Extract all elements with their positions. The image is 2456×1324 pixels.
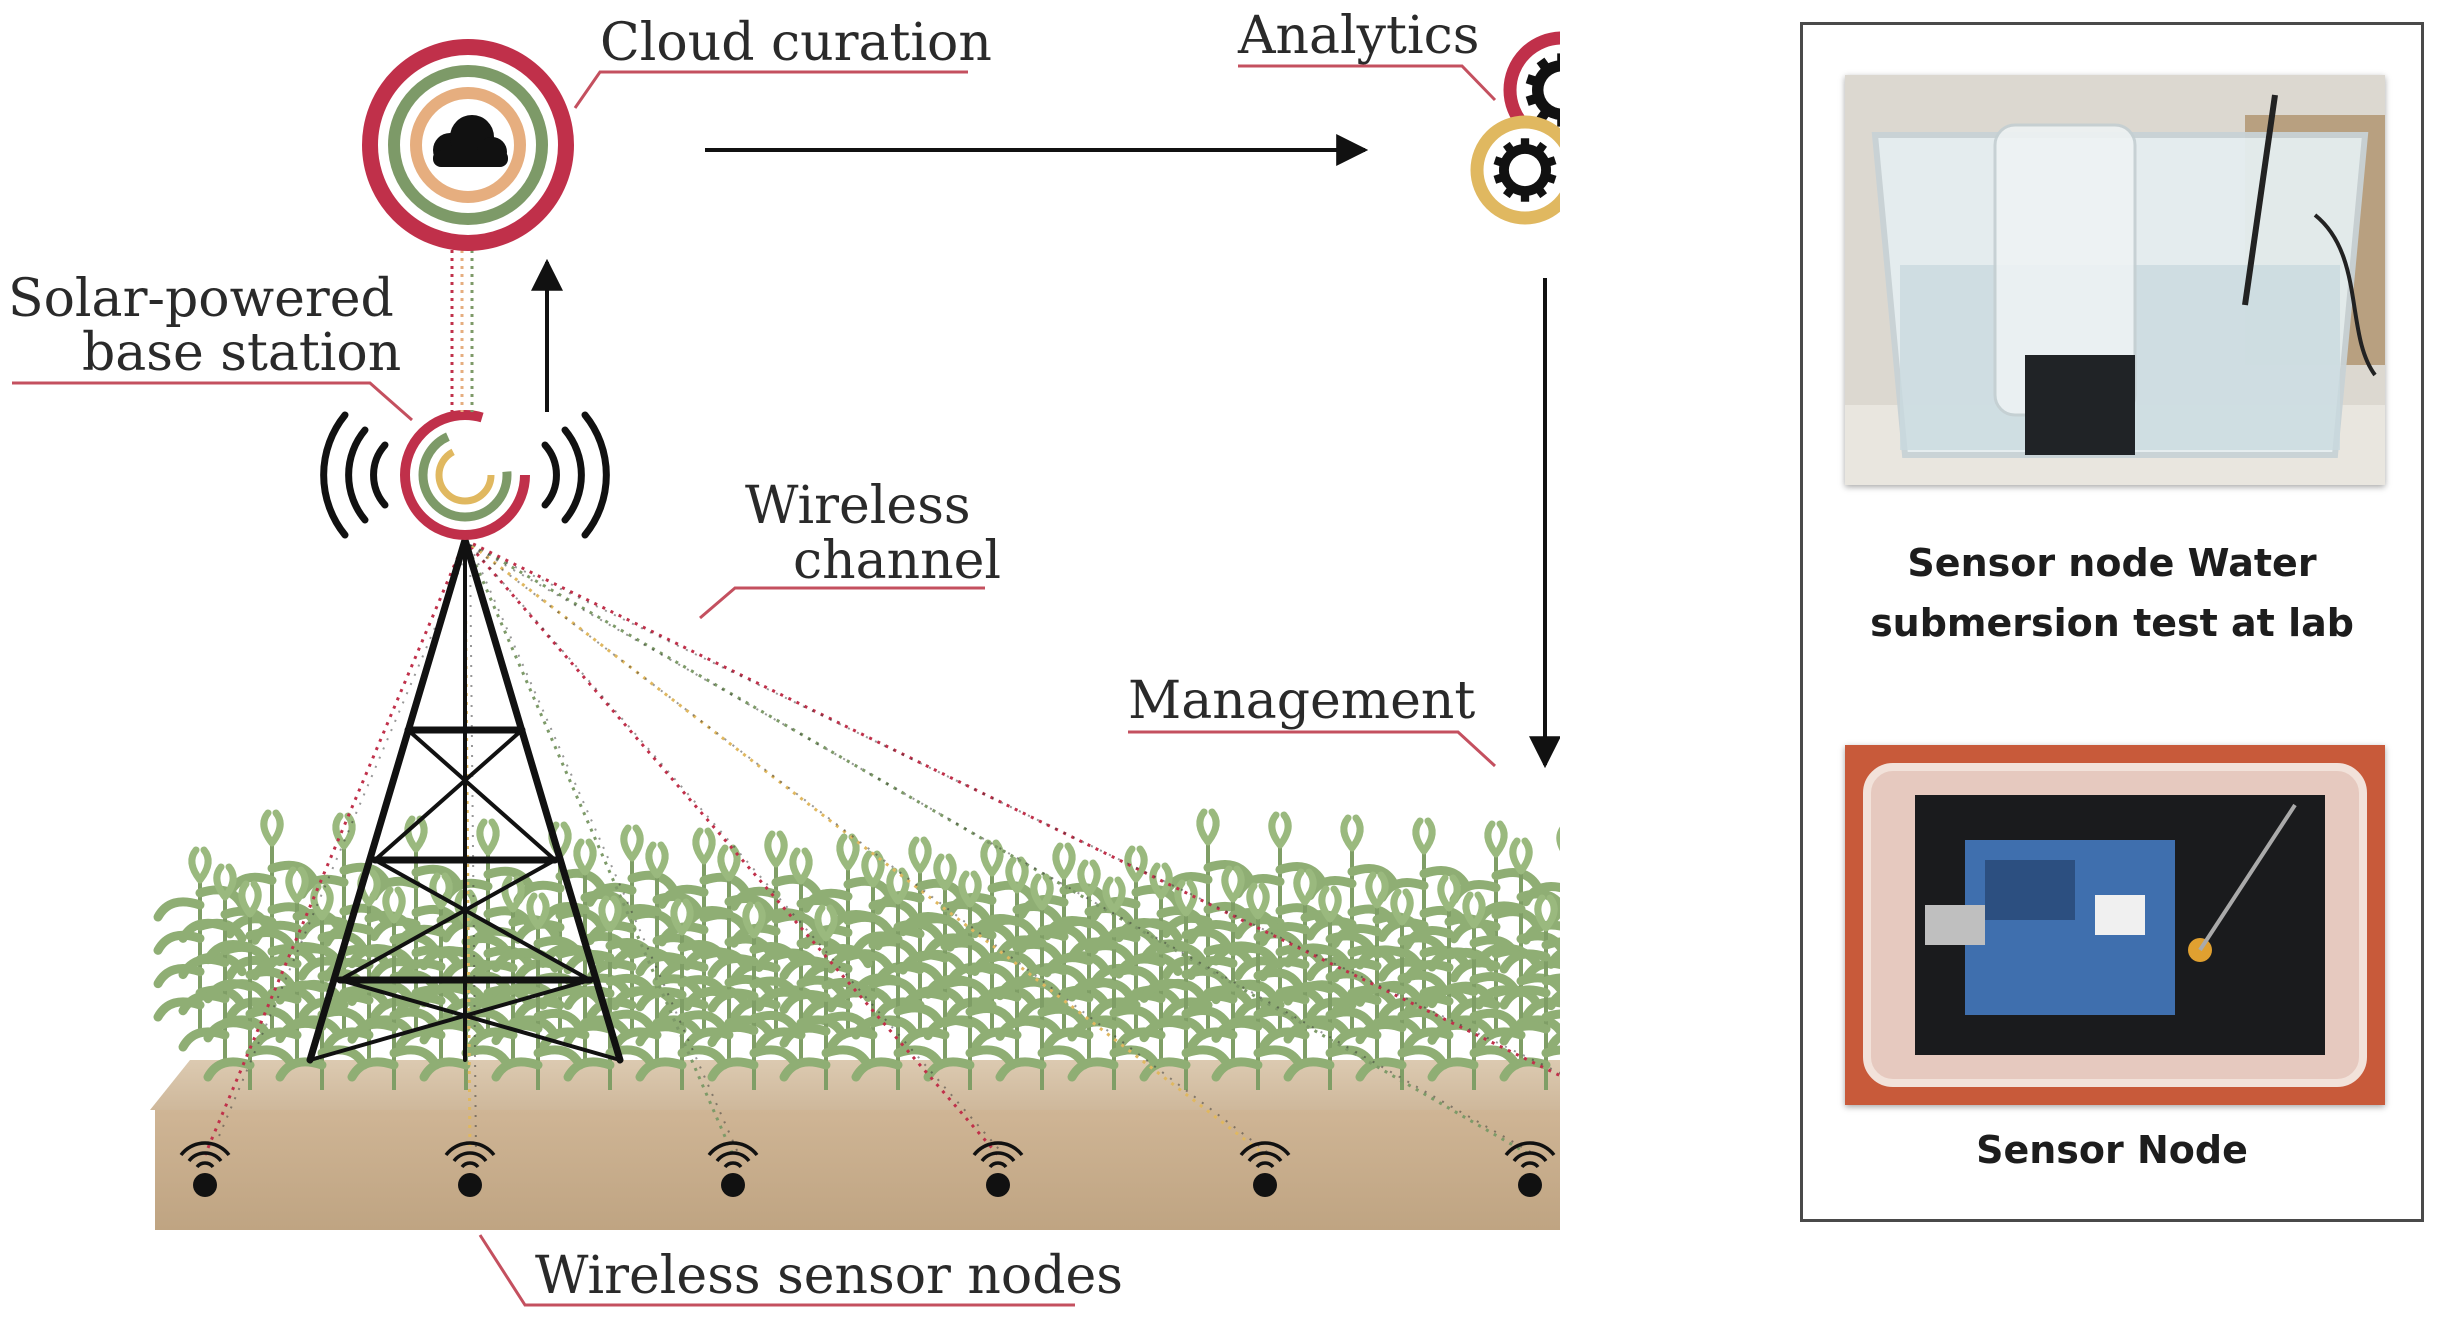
crop-plant <box>275 883 369 1090</box>
wireless-link <box>210 544 471 1156</box>
sensor-board-illustration <box>1845 745 2385 1105</box>
water-submersion-photo <box>1845 75 2385 485</box>
cloud-curation-icon <box>362 39 574 251</box>
sensor-node-icon <box>707 1141 759 1197</box>
label-wireless-channel: Wireless channel <box>699 476 1001 620</box>
water-tank-illustration <box>1845 75 2385 485</box>
iot-agriculture-diagram: Cloud curation Analytics Solar-powered b… <box>8 6 1560 1307</box>
crop-plant <box>1283 885 1377 1090</box>
wireless-links <box>203 538 1560 1157</box>
crop-plant <box>466 875 560 1060</box>
wireless-link <box>469 544 740 1156</box>
label-base-station: Solar-powered base station <box>8 269 413 422</box>
sensor-node-icon <box>179 1141 231 1197</box>
svg-text:Analytics: Analytics <box>1237 6 1479 66</box>
crop-plant <box>153 846 247 1030</box>
cloud-icon <box>433 115 508 167</box>
label-analytics: Analytics <box>1237 6 1497 102</box>
label-cloud-curation: Cloud curation <box>573 13 992 109</box>
wireless-link <box>463 539 735 1156</box>
caption-line-1: Sensor node Water <box>1907 541 2317 585</box>
crop-plant <box>1499 894 1560 1090</box>
crop-plant <box>657 827 751 1030</box>
svg-text:Cloud curation: Cloud curation <box>600 13 992 73</box>
label-management: Management <box>1128 671 1497 768</box>
station-cloud-link <box>450 250 474 412</box>
svg-text:Wireless sensor nodes: Wireless sensor nodes <box>535 1246 1123 1306</box>
wireless-link <box>464 538 1266 1157</box>
crop-plant <box>1330 871 1424 1060</box>
crop-plant <box>491 892 585 1090</box>
wireless-link <box>464 538 1531 1157</box>
caption-line-2: submersion test at lab <box>1870 601 2354 645</box>
crop-plant <box>729 830 823 1030</box>
svg-text:Wireless: Wireless <box>745 476 971 536</box>
signal-wave-icon <box>320 411 610 539</box>
sensor-nodes <box>179 1141 1556 1197</box>
submersion-test-caption: Sensor node Water submersion test at lab <box>1803 533 2421 653</box>
wireless-link <box>469 544 1560 1075</box>
crop-plant <box>707 901 801 1090</box>
wireless-link <box>463 539 1000 1156</box>
sensor-node-icon <box>444 1141 496 1197</box>
svg-text:Solar-powered: Solar-powered <box>8 269 394 329</box>
crop-plant <box>1355 888 1449 1090</box>
sensor-node-icon <box>1504 1141 1556 1197</box>
tower-icon <box>306 536 624 1064</box>
crop-plant <box>851 867 945 1090</box>
gear-icon <box>1470 115 1560 225</box>
wireless-link <box>203 539 467 1156</box>
sensor-node-icon <box>1239 1141 1291 1197</box>
photo-panel: Sensor node Water submersion test at lab… <box>1800 22 2424 1222</box>
wireless-link <box>464 538 1560 1078</box>
crop-plant <box>923 870 1017 1090</box>
label-wireless-sensor-nodes: Wireless sensor nodes <box>478 1234 1123 1307</box>
svg-text:channel: channel <box>793 531 1001 591</box>
crop-plant <box>970 856 1064 1060</box>
sensor-node-photo <box>1845 745 2385 1105</box>
svg-text:Management: Management <box>1128 671 1475 731</box>
gear-icon <box>1470 31 1560 225</box>
crop-field <box>153 808 1560 1090</box>
base-station <box>400 410 530 540</box>
svg-text:base station: base station <box>82 323 401 383</box>
sensor-node-icon <box>972 1141 1024 1197</box>
soil-block <box>150 1060 1560 1230</box>
crop-plant <box>1042 859 1136 1060</box>
wireless-link <box>469 544 477 1156</box>
wireless-link <box>463 539 472 1156</box>
sensor-node-caption: Sensor Node <box>1976 1128 2248 1172</box>
